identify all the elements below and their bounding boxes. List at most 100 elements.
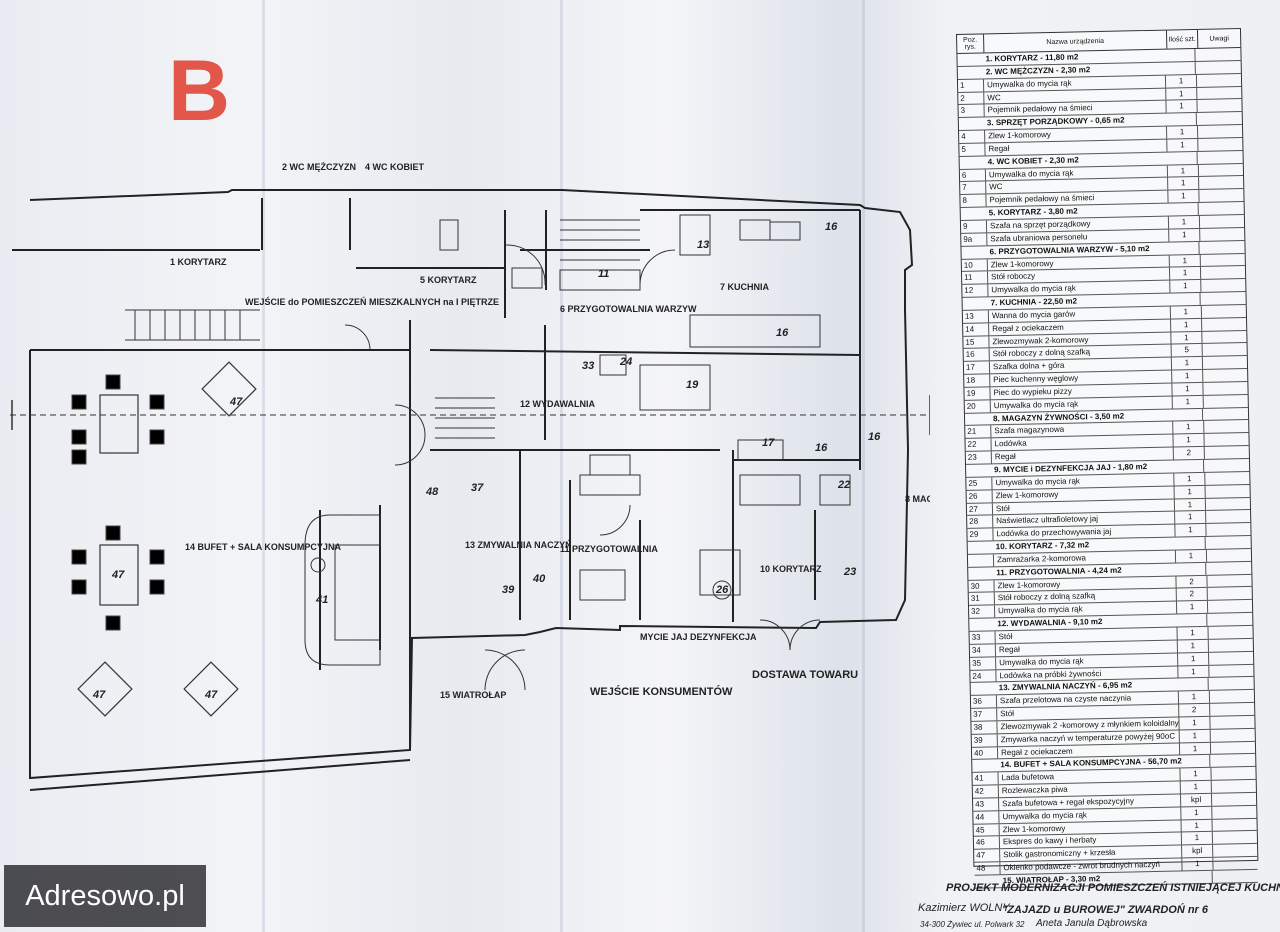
- legend-item-number: 28: [967, 515, 994, 529]
- legend-notes-cell: [1206, 485, 1250, 498]
- legend-notes-cell: [1213, 857, 1257, 870]
- legend-item-qty: 1: [1171, 331, 1203, 344]
- legend-notes-cell: [1208, 587, 1252, 600]
- legend-item-qty: 1: [1166, 126, 1199, 139]
- legend-notes-cell: [1206, 510, 1250, 523]
- legend-item-number: 36: [970, 695, 998, 708]
- legend-item-qty: 1: [1178, 652, 1210, 665]
- legend-item-qty: 1: [1182, 857, 1214, 871]
- legend-item-qty: 1: [1165, 74, 1198, 88]
- legend-notes-cell: [1211, 729, 1255, 742]
- legend-item-number: 3: [958, 104, 985, 118]
- legend-item-number: 20: [964, 400, 991, 413]
- legend-item-qty: 1: [1171, 357, 1204, 370]
- designer-name: Kazimierz WOLNY: [918, 902, 1010, 914]
- legend-notes-cell: [1198, 138, 1242, 151]
- legend-item-qty: 1: [1177, 626, 1209, 640]
- legend-item-number: 41: [972, 772, 999, 785]
- legend-notes-cell: [1201, 279, 1245, 292]
- legend-notes-cell: [1209, 664, 1253, 677]
- legend-col-name: Nazwa urządzenia: [984, 30, 1168, 53]
- legend-item-number: 17: [963, 361, 991, 374]
- legend-notes-cell: [1213, 844, 1257, 857]
- floor-plan: A 1 KORYTARZ WEJŚCIE do POMIESZCZEŃ MIES…: [10, 162, 930, 791]
- legend-item-number: 18: [964, 374, 991, 387]
- legend-item-number: 22: [965, 438, 992, 452]
- legend-item-number: 32: [968, 605, 996, 618]
- legend-item-number: 31: [968, 592, 995, 606]
- fixture-num: 19: [686, 379, 699, 391]
- fixture-num: 16: [868, 431, 881, 443]
- legend-notes-cell: [1208, 626, 1252, 639]
- room-label-wc-women: 4 WC KOBIET: [365, 162, 425, 172]
- legend-item-qty: kpl: [1182, 845, 1214, 858]
- legend-notes-cell: [1203, 382, 1247, 395]
- table-num: 47: [204, 689, 218, 701]
- legend-item-number: 37: [971, 708, 998, 721]
- legend-notes-cell: [1202, 318, 1246, 331]
- legend-item-qty: 1: [1169, 254, 1201, 267]
- legend-item-qty: 1: [1169, 267, 1202, 280]
- legend-item-qty: 2: [1176, 588, 1208, 601]
- room-label-mycie-jaj: MYCIE JAJ DEZYNFEKCJA: [640, 632, 757, 642]
- legend-item-number: 25: [966, 477, 993, 490]
- legend-item-qty: 1: [1179, 742, 1212, 755]
- legend-item-number: 39: [971, 733, 998, 747]
- legend-item-number: 1: [957, 79, 985, 92]
- equipment-legend: Poz. rys. Nazwa urządzenia Ilość szt. Uw…: [956, 28, 1259, 889]
- room-label-bufet: 14 BUFET + SALA KONSUMPCYJNA: [185, 542, 341, 552]
- legend-notes-cell: [1208, 600, 1252, 613]
- fixture-num: 41: [315, 594, 328, 606]
- legend-item-qty: 1: [1178, 665, 1210, 678]
- legend-item-number: 40: [971, 746, 999, 760]
- legend-item-number: 44: [973, 811, 1000, 824]
- section-letter: B: [168, 43, 231, 139]
- legend-item-number: 14: [963, 323, 990, 336]
- room-label-kuchnia: 7 KUCHNIA: [720, 282, 770, 292]
- legend-notes-cell: [1204, 420, 1248, 433]
- outer-wall: [29, 189, 914, 780]
- legend-notes-cell: [1202, 305, 1246, 318]
- venue-name: "ZAJAZD u BUROWEJ" ZWARDOŃ nr 6: [1002, 904, 1208, 916]
- legend-item-qty: 1: [1179, 729, 1211, 743]
- legend-item-number: 35: [970, 656, 997, 670]
- legend-item-qty: 1: [1174, 485, 1206, 499]
- legend-item-qty: 1: [1180, 768, 1212, 781]
- legend-notes-cell: [1197, 112, 1242, 125]
- legend-item-qty: 1: [1181, 832, 1214, 845]
- legend-item-qty: 1: [1171, 318, 1203, 332]
- legend-notes-cell: [1207, 575, 1251, 588]
- legend-item-number: 30: [968, 579, 995, 593]
- legend-item-qty: 1: [1177, 639, 1209, 653]
- legend-notes-cell: [1210, 716, 1254, 729]
- legend-item-qty: 1: [1167, 138, 1199, 152]
- legend-notes-cell: [1213, 819, 1257, 832]
- legend-notes-cell: [1201, 254, 1245, 267]
- legend-item-qty: 1: [1172, 369, 1204, 383]
- legend-item-qty: 2: [1179, 703, 1211, 717]
- legend-item-qty: 1: [1181, 819, 1213, 832]
- legend-item-qty: 1: [1174, 498, 1207, 511]
- legend-item-qty: 1: [1168, 190, 1200, 203]
- fixture-num: 13: [697, 239, 709, 251]
- fixture-num: 24: [619, 356, 632, 368]
- legend-notes-cell: [1195, 48, 1240, 61]
- legend-notes-cell: [1211, 741, 1255, 754]
- legend-notes-cell: [1198, 125, 1242, 138]
- legend-notes-cell: [1197, 87, 1241, 100]
- legend-item-qty: 2: [1173, 447, 1205, 460]
- legend-notes-cell: [1203, 356, 1247, 369]
- legend-notes-cell: [1199, 189, 1243, 202]
- legend-notes-cell: [1203, 369, 1247, 382]
- legend-notes-cell: [1212, 806, 1256, 819]
- legend-item-qty: 5: [1171, 344, 1203, 357]
- room-label-zmywalnia: 13 ZMYWALNIA NACZYŃ: [465, 540, 572, 550]
- fixture-num: 26: [715, 584, 729, 596]
- legend-notes-cell: [1201, 266, 1245, 279]
- legend-item-qty: 1: [1170, 305, 1202, 319]
- owner-name: Aneta Janula Dąbrowska: [1036, 918, 1148, 929]
- fixture-num: 17: [762, 437, 775, 449]
- legend-item-number: 26: [966, 490, 993, 503]
- legend-notes-cell: [1210, 690, 1254, 703]
